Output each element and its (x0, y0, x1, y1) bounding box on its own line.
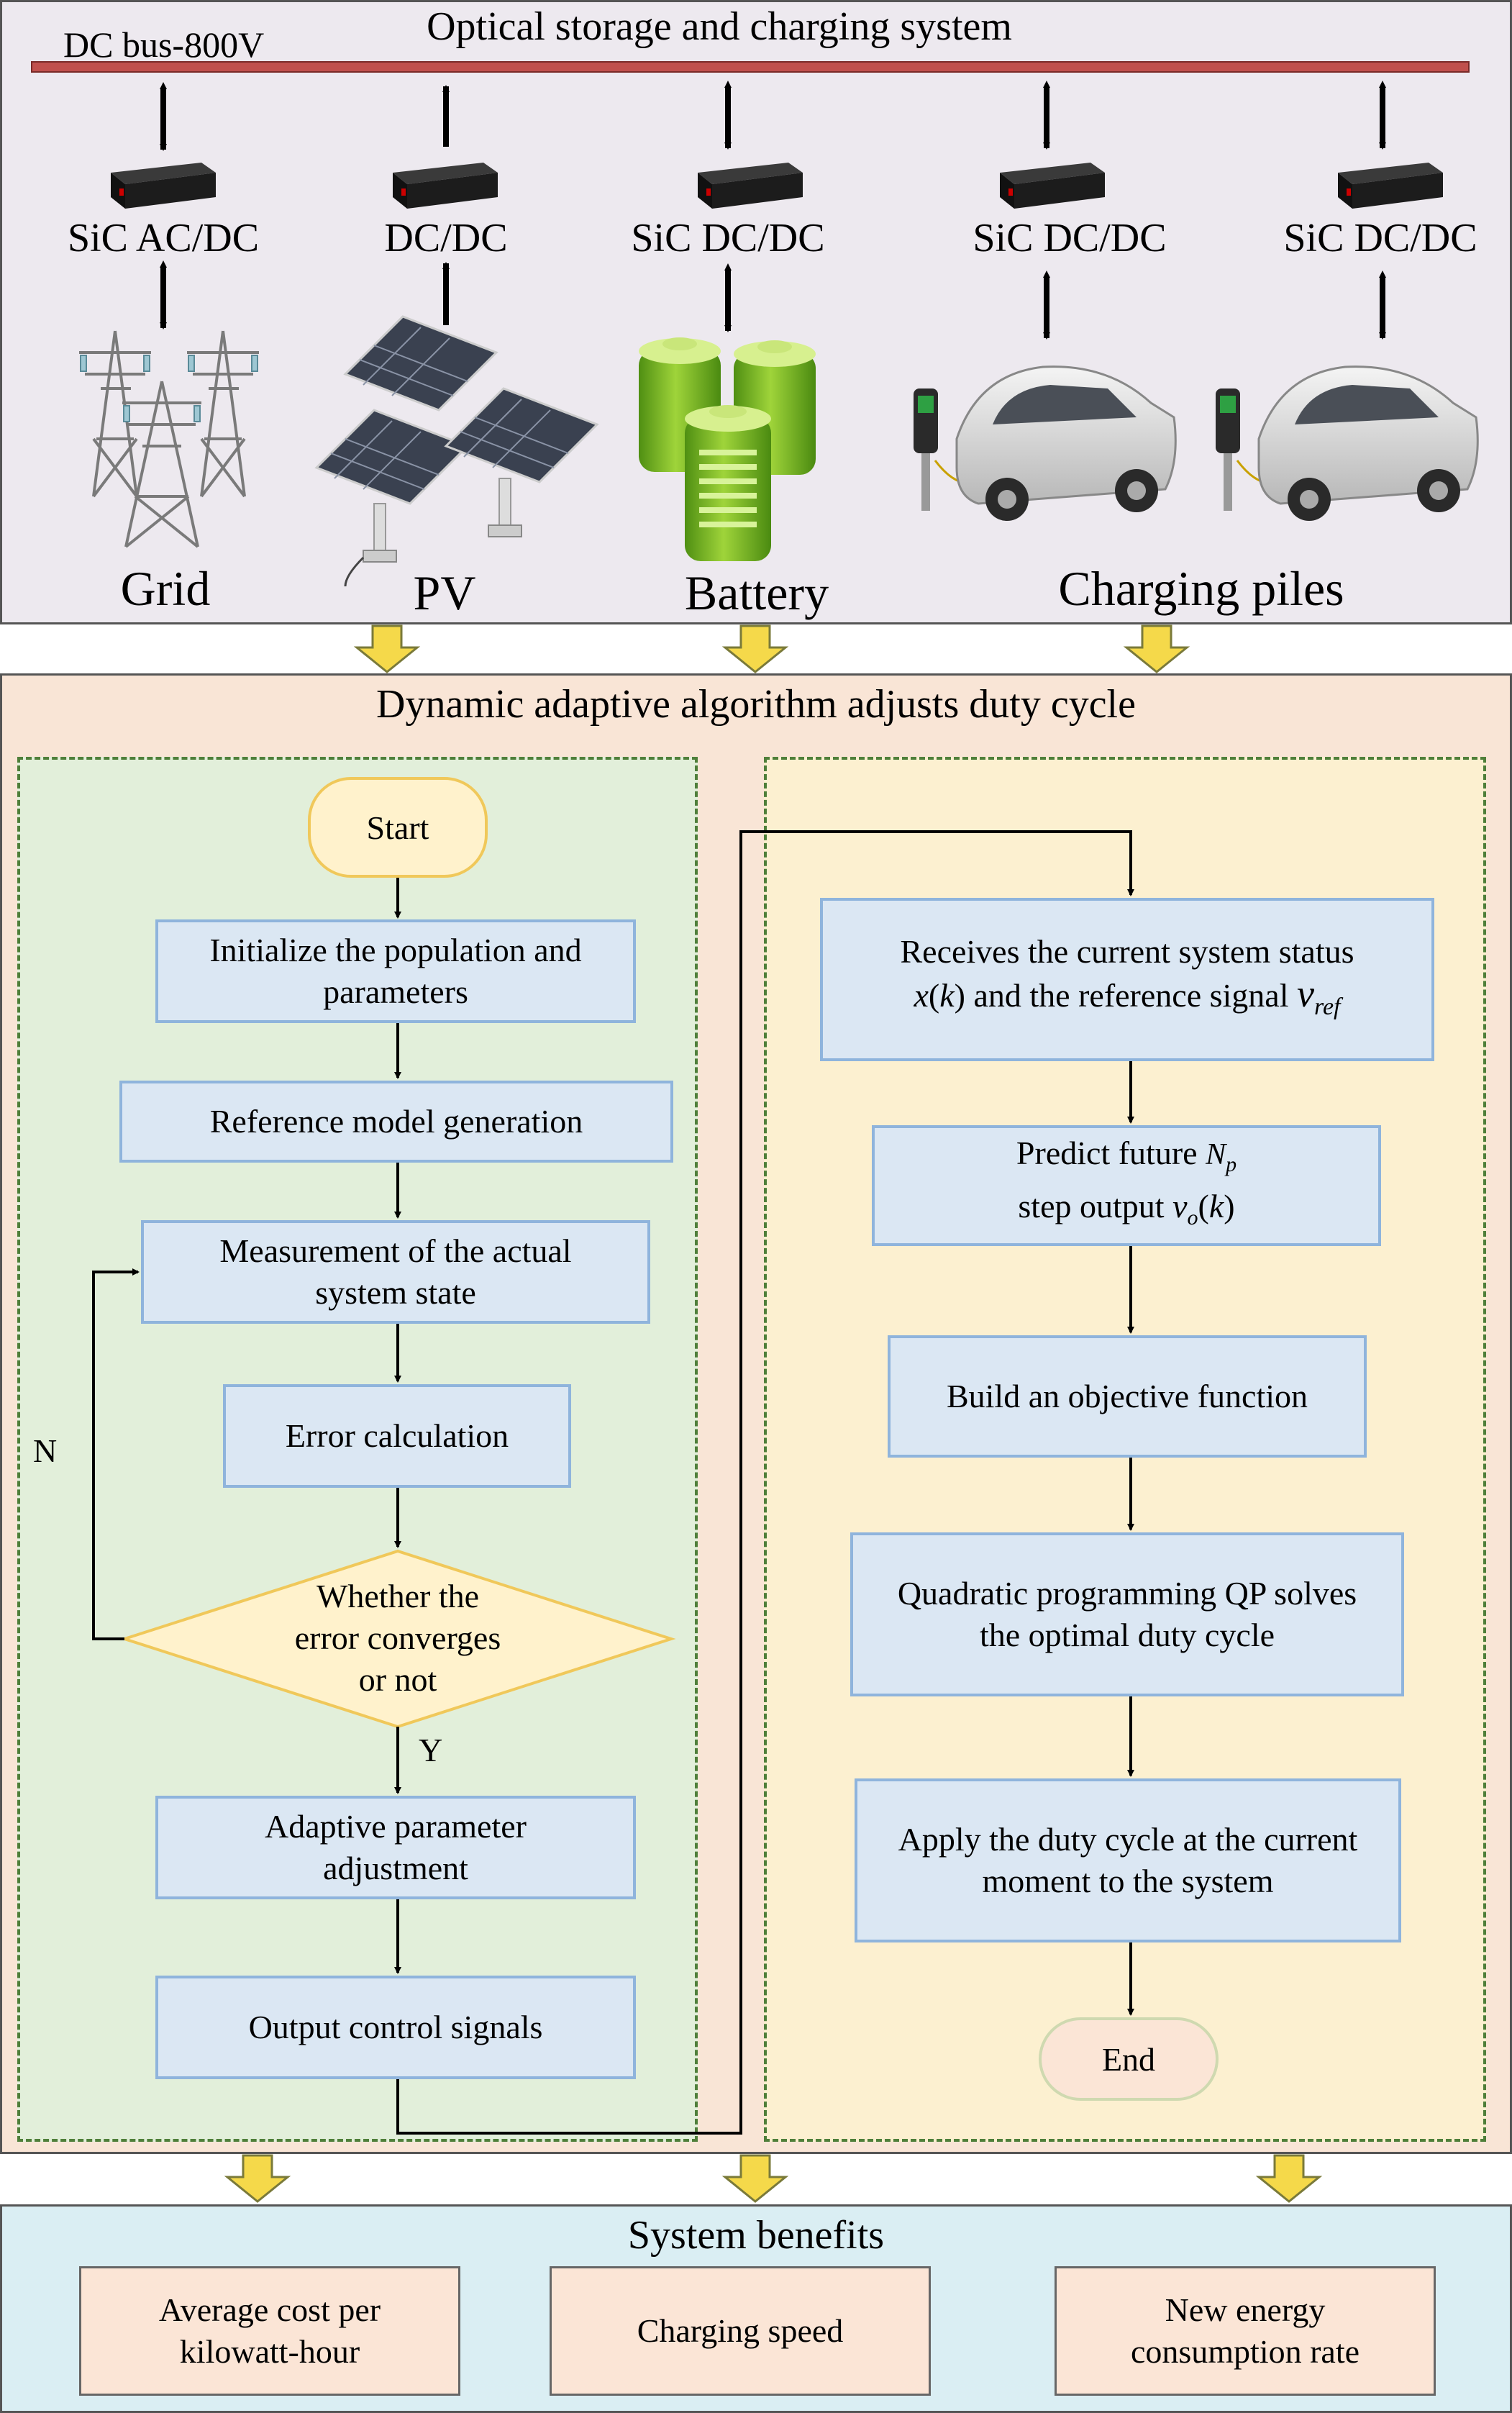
left-flow-connectors (92, 830, 1134, 2135)
benefit-cost-line-2: kilowatt-hour (179, 2333, 360, 2370)
system-title: Optical storage and charging system (427, 4, 1012, 49)
algorithm-title: Dynamic adaptive algorithm adjusts duty … (376, 682, 1136, 727)
converter-icon (1338, 163, 1443, 209)
decision-line-2: error converges (294, 1619, 501, 1656)
horizon-symbol-n: N (1206, 1137, 1226, 1171)
no-branch-label: N (33, 1432, 58, 1469)
benefit-cost-per-kwh: Average cost per kilowatt-hour (79, 2266, 460, 2396)
state-symbol-x: x (914, 977, 929, 1014)
objective-function-step: Build an objective function (888, 1335, 1367, 1458)
converter-label-grid: SiC AC/DC (67, 216, 260, 260)
predict-line-1: Predict future Np (1016, 1132, 1237, 1186)
benefit-energy-line-2: consumption rate (1130, 2333, 1360, 2370)
benefit-energy-consumption: New energy consumption rate (1055, 2266, 1436, 2396)
apply-line-1: Apply the duty cycle at the current (898, 1821, 1358, 1858)
pv-panel-icon (314, 315, 599, 587)
state-symbol-k: k (939, 977, 955, 1014)
end-node: End (1039, 2017, 1219, 2101)
initialize-step: Initialize the population and parameters (155, 919, 636, 1023)
converter-label-pv: DC/DC (384, 216, 508, 260)
grid-tower-icon (79, 330, 259, 548)
output-signals-label: Output control signals (248, 2009, 543, 2045)
converter-label-pile-2: SiC DC/DC (1283, 216, 1477, 260)
end-label: End (1101, 2040, 1156, 2078)
reference-model-step: Reference model generation (119, 1081, 673, 1163)
adaptive-line-1: Adaptive parameter (265, 1808, 527, 1845)
predict-line-2-text: step output (1018, 1188, 1165, 1224)
horizon-subscript: p (1226, 1153, 1237, 1176)
decision-line-1: Whether the (316, 1578, 480, 1614)
error-calculation-step: Error calculation (223, 1384, 571, 1488)
benefits-title: System benefits (627, 2213, 885, 2258)
qp-line-2: the optimal duty cycle (979, 1617, 1275, 1653)
decision-line-3: or not (358, 1661, 437, 1698)
measurement-line-1: Measurement of the actual (219, 1232, 572, 1269)
converter-label-battery: SiC DC/DC (631, 216, 825, 260)
output-symbol-v: v (1172, 1188, 1188, 1224)
converter-icon (698, 163, 803, 209)
receive-line-2-text: and the reference signal (973, 977, 1289, 1014)
converter-icon (393, 163, 498, 209)
predict-line-2: step output vo(k) (1018, 1188, 1235, 1230)
source-label-charging-piles: Charging piles (1058, 561, 1344, 616)
bus-arrows (160, 81, 1386, 340)
charging-pile-icon (914, 365, 1177, 521)
converter-label-pile-1: SiC DC/DC (973, 216, 1167, 260)
converter-icons (111, 163, 1443, 209)
converter-icon (1000, 163, 1105, 209)
receive-line-2: x(k) and the reference signal vref (914, 972, 1341, 1020)
benefit-speed-line-1: Charging speed (637, 2312, 844, 2349)
adaptive-adjustment-step: Adaptive parameter adjustment (155, 1796, 636, 1899)
start-node: Start (308, 777, 488, 878)
objective-function-label: Build an objective function (946, 1378, 1308, 1414)
panel-flow-arrows (224, 624, 1323, 2203)
yes-branch-label: Y (419, 1732, 443, 1768)
initialize-line-1: Initialize the population and (209, 932, 582, 968)
output-signals-step: Output control signals (155, 1976, 636, 2079)
qp-solve-step: Quadratic programming QP solves the opti… (850, 1532, 1404, 1696)
benefit-charging-speed: Charging speed (550, 2266, 931, 2396)
adaptive-line-2: adjustment (323, 1850, 468, 1886)
source-label-battery: Battery (684, 565, 829, 620)
output-symbol-k: k (1208, 1188, 1224, 1224)
apply-line-2: moment to the system (982, 1863, 1274, 1899)
error-calculation-label: Error calculation (285, 1417, 509, 1454)
benefit-cost-line-1: Average cost per (158, 2291, 381, 2328)
predict-line-1-text: Predict future (1016, 1134, 1198, 1171)
measurement-line-2: system state (315, 1274, 476, 1311)
charging-pile-icon (1216, 365, 1479, 521)
predict-output-step: Predict future Np step output vo(k) (872, 1125, 1381, 1246)
receive-status-step: Receives the current system status x(k) … (820, 898, 1434, 1061)
benefit-energy-line-1: New energy (1165, 2291, 1326, 2328)
reference-symbol-v: v (1297, 972, 1314, 1016)
dc-bus-label: DC bus-800V (63, 24, 265, 65)
initialize-line-2: parameters (323, 973, 468, 1010)
decision-label: Whether the error converges or not (237, 1576, 558, 1701)
reference-model-label: Reference model generation (209, 1103, 583, 1140)
receive-line-1: Receives the current system status (900, 933, 1354, 971)
battery-icon (639, 337, 816, 561)
output-subscript: o (1187, 1206, 1198, 1230)
reference-subscript: ref (1313, 993, 1341, 1020)
apply-duty-cycle-step: Apply the duty cycle at the current mome… (855, 1778, 1401, 1942)
measurement-step: Measurement of the actual system state (141, 1220, 650, 1324)
start-label: Start (366, 809, 429, 846)
converter-icon (111, 163, 216, 209)
source-label-grid: Grid (120, 561, 211, 616)
source-label-pv: PV (413, 565, 476, 620)
qp-line-1: Quadratic programming QP solves (897, 1575, 1357, 1612)
dc-bus-bar (31, 61, 1470, 73)
